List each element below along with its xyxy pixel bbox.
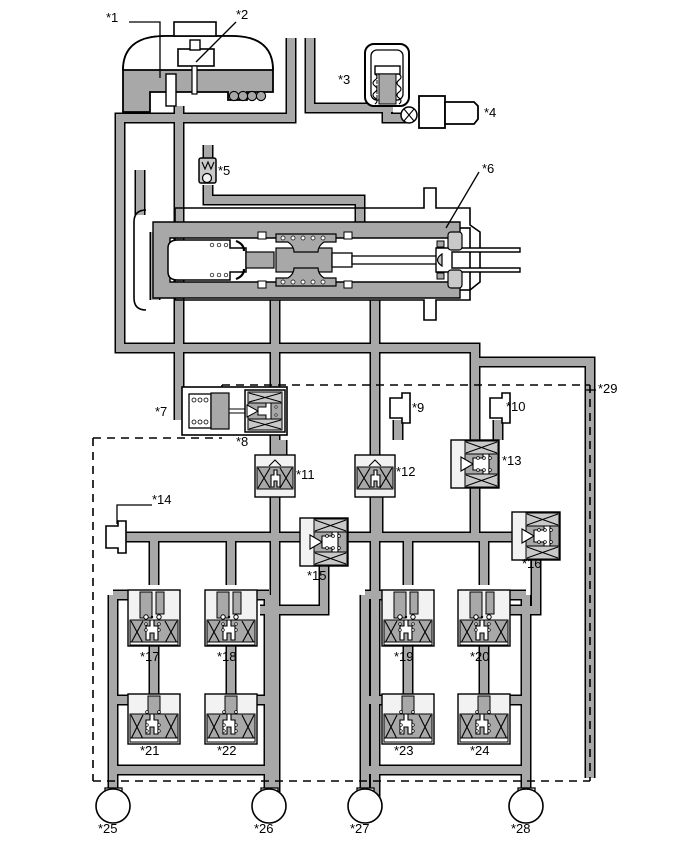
callout-label-26: *26 [254, 821, 274, 836]
simulator-piston [210, 392, 230, 430]
cup-seal-upper [235, 239, 246, 252]
leader-6 [445, 171, 480, 229]
reservoir-level-switch-body [177, 48, 215, 67]
push-rod [351, 255, 443, 265]
pressure-relief-connector [105, 520, 127, 554]
holding-valve-19 [381, 589, 435, 647]
accumulator [364, 43, 410, 107]
wheel-cylinder-28 [508, 787, 544, 824]
callout-label-14: *14 [152, 492, 172, 507]
callout-label-23: *23 [394, 743, 414, 758]
callout-label-9: *9 [412, 400, 424, 415]
cup-seal-lower [235, 268, 246, 281]
accumulator-piston [374, 65, 401, 75]
callout-label-7: *7 [155, 404, 167, 419]
wheel-cylinder-27 [347, 787, 383, 824]
primary-piston [167, 239, 247, 281]
callout-label-1: *1 [106, 10, 118, 25]
simulator-rod [228, 408, 246, 414]
callout-label-17: *17 [140, 649, 160, 664]
callout-label-22: *22 [217, 743, 237, 758]
boot-lower [447, 269, 463, 289]
callout-label-27: *27 [350, 821, 370, 836]
accumulator-spring-right [396, 73, 402, 105]
solenoid-valve-12 [354, 454, 396, 498]
callout-label-25: *25 [98, 821, 118, 836]
callout-label-24: *24 [470, 743, 490, 758]
leader-14 [116, 504, 152, 524]
wheel-cylinder-25 [95, 787, 131, 824]
input-rod-housing [435, 247, 521, 273]
callout-label-21: *21 [140, 743, 160, 758]
callout-label-18: *18 [217, 649, 237, 664]
seal-dots-lower [280, 279, 326, 285]
callout-label-8: *8 [236, 434, 248, 449]
motor-body [444, 101, 479, 125]
callout-label-16: *16 [522, 556, 542, 571]
stroke-simulator-assembly [181, 386, 288, 436]
holding-valve-18 [204, 589, 258, 647]
callout-labels: *1 *2 *3 *4 *5 *6 *7 *8 *9 *10 *11 *12 *… [98, 7, 618, 836]
reservoir-cap [173, 21, 217, 37]
reaction-disc [331, 252, 353, 268]
reduction-valve-23 [381, 693, 435, 745]
callout-label-10: *10 [506, 399, 526, 414]
pump-body [418, 95, 446, 129]
callout-label-15: *15 [307, 568, 327, 583]
reduction-valve-21 [127, 693, 181, 745]
accumulator-pressure-sensor [198, 157, 217, 184]
front-master-pressure-sensor [389, 392, 411, 424]
holding-valve-20 [457, 589, 511, 647]
wheel-cylinder-group [95, 787, 544, 824]
piston-seal-dots-left [209, 242, 229, 278]
reservoir-outlet-port [165, 73, 177, 107]
stroke-simulator-cut-valve [244, 389, 286, 433]
accumulator-fluid [378, 73, 397, 105]
leader-1 [129, 21, 161, 78]
callout-label-13: *13 [502, 453, 522, 468]
callout-label-4: *4 [484, 105, 496, 120]
callout-label-29: *29 [598, 381, 618, 396]
linear-valve-16 [511, 511, 561, 561]
solenoid-valve-11 [254, 454, 296, 498]
callout-label-5: *5 [218, 163, 230, 178]
reduction-valve-22 [204, 693, 258, 745]
callout-label-11: *11 [296, 467, 315, 482]
callout-leaders [116, 21, 596, 524]
mc-left-cap [133, 209, 147, 311]
callout-label-6: *6 [482, 161, 494, 176]
piston-spacer [245, 251, 275, 269]
boot-upper [447, 231, 463, 251]
reservoir-float-rod [191, 65, 198, 95]
callout-label-19: *19 [394, 649, 414, 664]
reservoir-level-switch-stem [189, 39, 201, 51]
callout-label-28: *28 [511, 821, 531, 836]
callout-label-3: *3 [338, 72, 350, 87]
callout-label-20: *20 [470, 649, 490, 664]
linear-valve-15 [299, 517, 349, 567]
reservoir-assembly [122, 21, 274, 113]
holding-valve-17 [127, 589, 181, 647]
seal-dots-upper [280, 235, 326, 241]
leader-2 [195, 21, 237, 63]
pump-motor-assembly [400, 95, 479, 129]
reduction-valve-24 [457, 693, 511, 745]
wheel-cylinder-26 [251, 787, 287, 824]
callout-label-12: *12 [396, 464, 416, 479]
solenoid-valve-13 [450, 439, 500, 489]
brake-master-cylinder-assembly [133, 187, 521, 321]
accumulator-spring-left [372, 73, 378, 105]
rear-master-pressure-sensor [489, 392, 511, 424]
input-rod-tip [436, 252, 443, 268]
booster-housing-outline [174, 187, 481, 321]
reservoir-filter-coil [228, 90, 267, 102]
callout-label-2: *2 [236, 7, 248, 22]
